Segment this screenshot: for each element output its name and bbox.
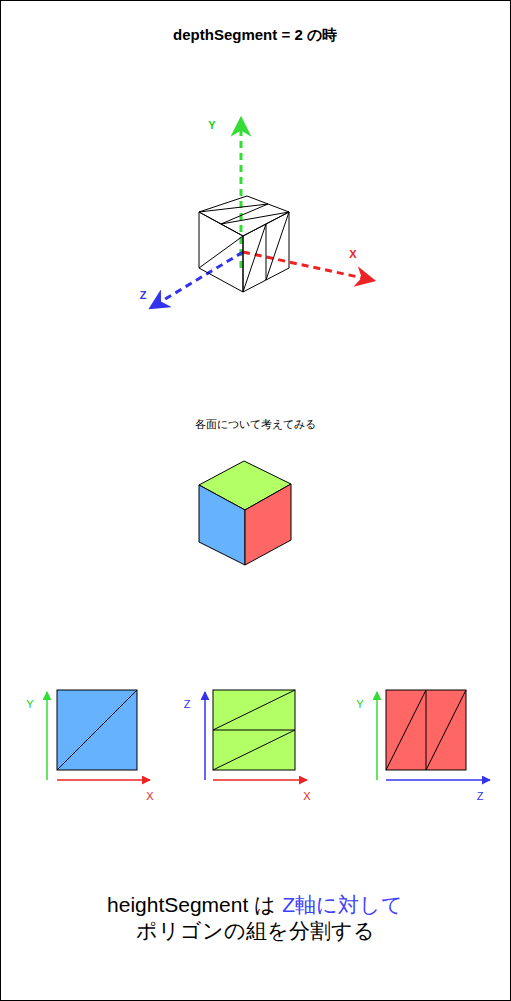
face-panel-xz — [205, 690, 307, 780]
axis-label: Y — [208, 119, 215, 132]
note: 各面について考えてみる — [195, 418, 316, 431]
wireframe-cube — [199, 196, 289, 292]
caption-highlight: Z軸に対して — [282, 892, 403, 917]
axis-label: X — [303, 790, 310, 803]
axis-label: Z — [140, 289, 147, 302]
axis-label: X — [349, 248, 356, 261]
axis-label: Z — [477, 790, 484, 803]
face-panel-xy — [47, 690, 150, 780]
axis-label: Z — [184, 698, 191, 711]
face-panel-zy — [377, 690, 490, 780]
axis-label: X — [146, 790, 153, 803]
caption-text: heightSegment は — [107, 892, 276, 917]
caption-text: ポリゴンの組を分割する — [136, 918, 375, 943]
axes — [152, 120, 372, 307]
axis-label: Y — [26, 698, 33, 711]
colored-cube — [199, 461, 291, 565]
title: depthSegment = 2 の時 — [173, 26, 337, 44]
axis-label: Y — [356, 698, 363, 711]
